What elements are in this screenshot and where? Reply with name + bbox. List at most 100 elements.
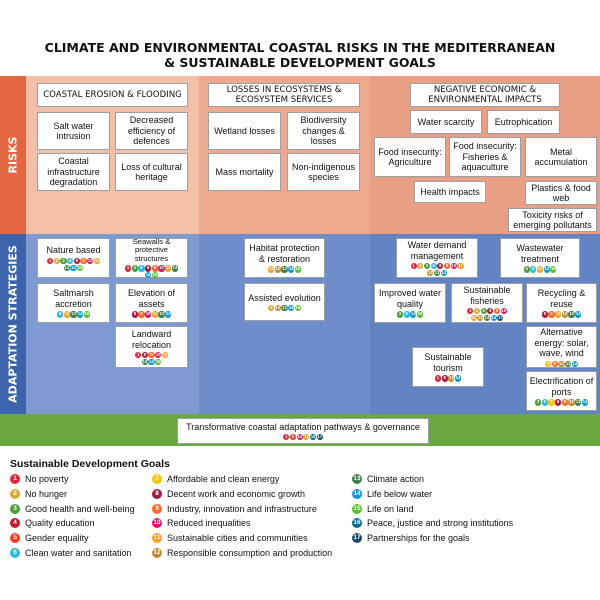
sdg-12-icon: 12 <box>561 311 568 318</box>
sdg-14-icon: 14 <box>543 266 550 273</box>
sdg-8-icon: 8 <box>487 308 494 315</box>
sdg-10-icon: 10 <box>155 352 162 359</box>
sdg-13-icon: 13 <box>141 358 148 365</box>
sdg-8-icon: 8 <box>152 488 162 499</box>
sdg-8-icon: 8 <box>441 375 448 382</box>
legend-item-label: Peace, justice and strong institutions <box>367 518 514 529</box>
sdg-14-icon: 14 <box>145 272 152 279</box>
sdg-1-icon: 1 <box>283 434 290 441</box>
legend-item-sdg-12: 12 Responsible consumption and production <box>152 548 332 558</box>
sdg-1-icon: 1 <box>434 375 442 382</box>
sdg-12-icon: 12 <box>427 269 434 276</box>
adapt-fisheries-label: Sustainable fisheries <box>463 285 511 306</box>
adapt-relocation-label: Landward relocation <box>131 329 172 350</box>
risk-non-indigenous-species: Non-indigenous species <box>287 153 360 191</box>
sdg-11-icon: 11 <box>63 311 70 318</box>
adapt-saltmarsh-label: Saltmarsh accretion <box>53 288 94 309</box>
sdg-14-icon: 14 <box>165 311 172 318</box>
sdg-15-icon: 15 <box>83 311 90 318</box>
sdg-6-icon: 6 <box>541 399 548 406</box>
sdg-15-icon: 15 <box>155 358 162 365</box>
sdg-14-icon: 14 <box>70 264 77 271</box>
sdg-13-icon: 13 <box>565 360 572 367</box>
sdg-14-icon: 14 <box>288 305 295 312</box>
sdg-11-icon: 11 <box>555 311 562 318</box>
sdg-6-icon: 6 <box>67 257 74 264</box>
sdg-9-icon: 9 <box>152 503 162 514</box>
risk-toxicity-pollutants-label: Toxicity risks of emerging pollutants <box>513 209 592 231</box>
sdg-7-icon: 7 <box>545 360 552 367</box>
sdg-3-icon: 3 <box>480 308 487 315</box>
sdg-16-icon: 16 <box>352 518 362 529</box>
diagram-title: CLIMATE AND ENVIRONMENTAL COASTAL RISKS … <box>0 40 600 70</box>
legend-item-label: Good health and well-being <box>25 503 135 514</box>
sdg-3-icon: 3 <box>523 266 530 273</box>
sdg-11-icon: 11 <box>303 434 310 441</box>
sdg-11-icon: 11 <box>151 311 158 318</box>
sdg-14-icon: 14 <box>77 311 84 318</box>
sdg-5-icon: 5 <box>10 533 20 544</box>
risk-water-scarcity: Water scarcity <box>410 110 482 134</box>
sdg-14-icon: 14 <box>575 311 582 318</box>
risk-metal-accumulation-label: Metal accumulation <box>534 146 588 168</box>
sdg-9-icon: 9 <box>561 399 568 406</box>
adapt-elevation-label: Elevation of assets <box>127 288 176 309</box>
sdg-9-icon: 9 <box>551 360 558 367</box>
header-economic-impacts: NEGATIVE ECONOMIC & ENVIRONMENTAL IMPACT… <box>410 83 560 107</box>
sdg-14-icon: 14 <box>490 314 497 321</box>
sdg-12-icon: 12 <box>274 266 281 273</box>
sdg-9-icon: 9 <box>443 263 451 270</box>
sdg-15-icon: 15 <box>77 264 84 271</box>
sdg-2-icon: 2 <box>53 257 60 264</box>
legend-item-label: Responsible consumption and production <box>167 548 333 558</box>
sdg-1-icon: 1 <box>47 257 54 264</box>
adapt-port-electrification-label: Electrification of ports <box>529 376 594 397</box>
sdg-17-icon: 17 <box>497 314 504 321</box>
legend-item-label: Quality education <box>25 518 95 529</box>
risk-food-insecurity-agriculture: Food insecurity: Agriculture <box>374 137 446 177</box>
sdg-15-icon: 15 <box>151 272 158 279</box>
sdg-8-icon: 8 <box>145 265 152 272</box>
risk-decreased-efficiency: Decreased efficiency of defences <box>115 112 188 150</box>
legend-title: Sustainable Development Goals <box>10 458 170 470</box>
sdg-9-icon: 9 <box>138 311 145 318</box>
sdg-13-icon: 13 <box>281 266 288 273</box>
risk-cultural-heritage: Loss of cultural heritage <box>115 153 188 191</box>
sdg-7-icon: 7 <box>548 399 555 406</box>
risk-plastics-food-web-label: Plastics & food web <box>531 182 591 204</box>
sdg-6-icon: 6 <box>430 263 437 270</box>
sdg-8-icon: 8 <box>141 352 148 359</box>
legend-item-label: Decent work and economic growth <box>167 488 306 499</box>
adapt-wastewater-label: Wastewater treatment <box>516 243 564 264</box>
sdg-1-icon: 1 <box>410 263 417 270</box>
sdg-10-icon: 10 <box>152 518 162 529</box>
sdg-3-icon: 3 <box>60 257 67 264</box>
sdg-14-icon: 14 <box>148 358 155 365</box>
adapt-assisted-evolution-label: Assisted evolution <box>248 292 321 303</box>
risk-plastics-food-web: Plastics & food web <box>525 181 597 205</box>
sdg-6-icon: 6 <box>57 311 64 318</box>
risk-food-insecurity-fisheries: Food insecurity: Fisheries & aquaculture <box>449 137 521 177</box>
sdg-12-icon: 12 <box>152 548 162 558</box>
risk-salt-water-intrusion: Salt water intrusion <box>37 112 110 150</box>
sdg-3-icon: 3 <box>131 265 138 272</box>
adaptation-sidebar: ADAPTATION STRATEGIES <box>0 234 26 414</box>
sdg-11-icon: 11 <box>152 533 162 544</box>
governance-box: Transformative coastal adaptation pathwa… <box>177 418 429 444</box>
risk-mass-mortality-label: Mass mortality <box>215 166 274 177</box>
adapt-water-quality-label: Improved water quality <box>378 288 442 309</box>
sdg-8-icon: 8 <box>131 311 138 318</box>
